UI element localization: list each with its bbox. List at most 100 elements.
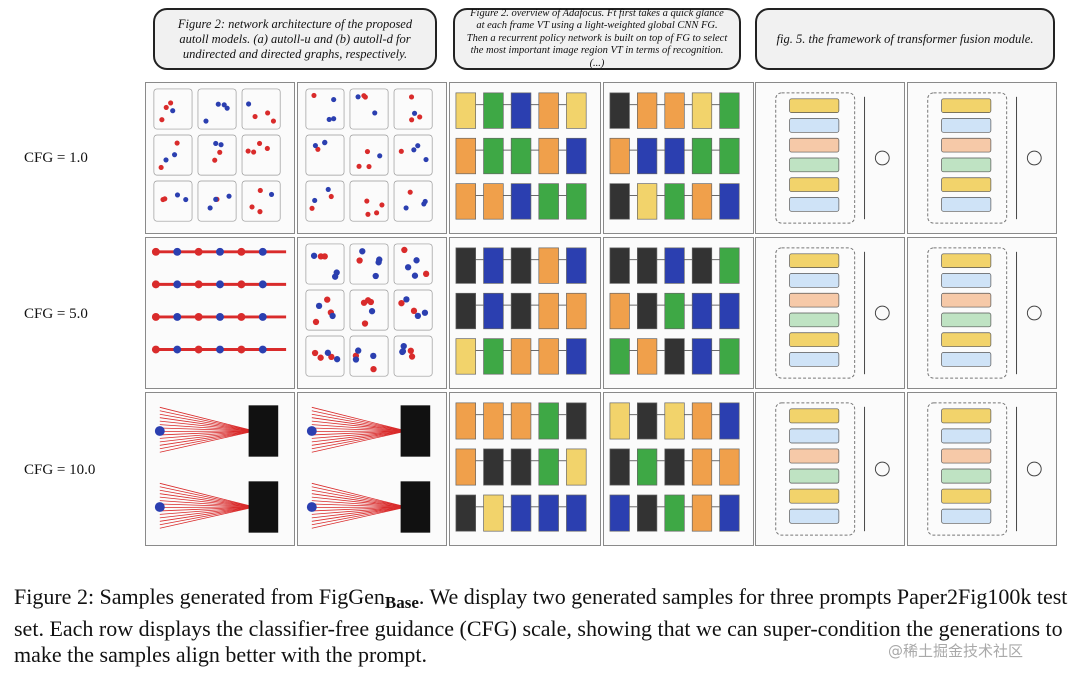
figure-caption: Figure 2: Samples generated from FigGenB… <box>14 584 1074 668</box>
flow-block <box>719 183 740 220</box>
edge <box>159 430 255 443</box>
node <box>370 352 377 360</box>
node <box>422 270 430 277</box>
flow-block <box>609 183 630 220</box>
layer-block <box>789 292 840 308</box>
node <box>365 211 371 217</box>
flow-block <box>664 92 685 129</box>
edge <box>159 430 255 446</box>
panel-frame <box>349 335 389 377</box>
panel-frame <box>305 243 345 285</box>
node <box>174 192 181 198</box>
flow-block <box>637 92 658 129</box>
node <box>359 248 366 255</box>
sample-svg <box>609 92 740 220</box>
sample-svg <box>927 402 1042 536</box>
sum-node <box>874 461 890 477</box>
flow-block <box>719 402 740 440</box>
edge <box>311 413 407 432</box>
node <box>246 101 252 107</box>
edge <box>311 493 407 508</box>
edge <box>159 506 255 519</box>
sum-node <box>1026 461 1042 477</box>
layer-block <box>941 197 992 212</box>
edge <box>311 430 407 443</box>
node <box>183 196 189 203</box>
flow-block <box>483 92 504 129</box>
flow-block <box>483 247 504 284</box>
node <box>251 149 257 155</box>
module-frame <box>775 402 856 536</box>
panel-frame <box>305 335 345 377</box>
caption-subscript: Base <box>384 593 419 612</box>
edge <box>159 489 255 508</box>
flow-block <box>637 338 658 375</box>
node <box>411 110 418 116</box>
flow-block <box>455 137 477 175</box>
node <box>312 318 320 326</box>
node <box>194 247 203 256</box>
node <box>258 247 267 256</box>
flow-block <box>455 247 477 284</box>
layer-block <box>941 312 992 328</box>
layer-block <box>789 312 840 328</box>
flow-block <box>691 448 713 486</box>
sample-image-r1-c2 <box>297 82 447 234</box>
flow-block <box>691 92 713 129</box>
prompt-text-2: Figure 2. overview of Adafocus. Ft first… <box>466 7 728 69</box>
sample-image-r1-c6 <box>907 82 1057 234</box>
flow-block <box>691 247 713 284</box>
node <box>413 257 420 264</box>
edge <box>311 506 407 515</box>
sum-node <box>874 150 890 166</box>
node <box>154 502 165 512</box>
flow-block <box>510 183 532 220</box>
flow-block <box>538 137 559 175</box>
flow-block <box>510 137 532 175</box>
node <box>309 205 315 211</box>
node <box>355 94 361 100</box>
node <box>151 345 160 354</box>
node <box>256 140 263 146</box>
sample-image-r2-c1 <box>145 237 295 389</box>
node <box>364 148 371 155</box>
row-label-cfg-1: CFG = 1.0 <box>24 150 88 166</box>
sample-image-r3-c3 <box>449 392 601 546</box>
node <box>317 354 324 361</box>
edge <box>311 430 407 453</box>
node <box>163 157 169 163</box>
edge <box>159 486 255 508</box>
flow-block <box>664 338 685 375</box>
flow-block <box>691 494 713 532</box>
caption-rest: . We display two generated samples for t… <box>14 584 1068 667</box>
node <box>421 201 427 207</box>
node <box>154 426 165 436</box>
edge <box>311 427 407 432</box>
flow-block <box>664 402 685 440</box>
node <box>322 140 328 146</box>
node <box>367 298 375 306</box>
edge <box>311 506 407 526</box>
module-frame <box>927 92 1008 224</box>
node <box>414 312 422 320</box>
node <box>213 196 219 202</box>
panel-frame <box>305 88 345 130</box>
edge <box>159 506 255 529</box>
node <box>252 113 258 120</box>
node <box>368 308 376 315</box>
layer-block <box>789 468 840 484</box>
panel-frame <box>241 180 281 222</box>
sample-svg <box>153 88 281 222</box>
node <box>399 348 407 355</box>
node <box>333 356 341 363</box>
panel-frame <box>349 289 389 331</box>
layer-block <box>789 273 840 288</box>
flow-block <box>538 183 559 220</box>
node <box>216 313 224 321</box>
layer-block <box>941 488 992 504</box>
edge <box>159 420 255 432</box>
flow-block <box>538 494 559 532</box>
node <box>158 164 164 171</box>
sum-node <box>874 305 890 321</box>
panel-frame <box>153 180 193 222</box>
